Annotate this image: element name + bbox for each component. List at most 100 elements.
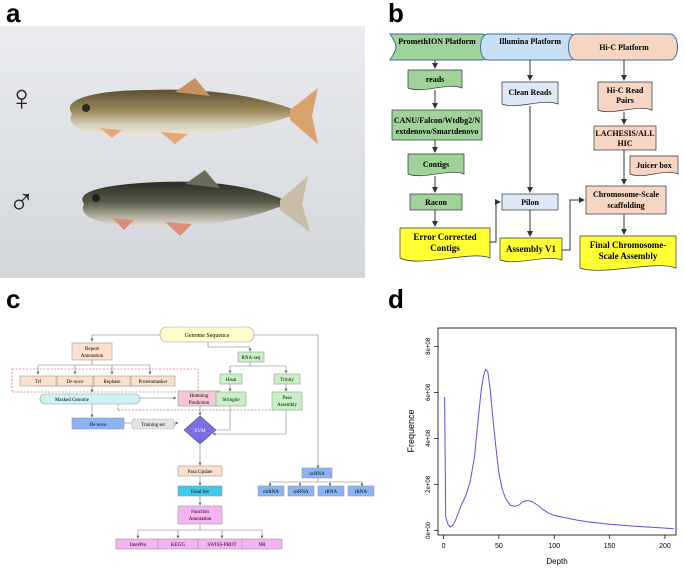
node-proteinmasker xyxy=(130,375,176,387)
node-reads xyxy=(407,69,463,91)
node-function-annotation xyxy=(177,505,223,525)
node-trf xyxy=(19,375,57,387)
node-swiss-prot-label: SWISS-PROT xyxy=(207,543,236,548)
node-repbase-label: Repbase xyxy=(104,380,122,385)
node-error-corrected-line1: Error Corrected xyxy=(413,232,476,242)
node-trinity-label: Trinity xyxy=(280,378,294,383)
node-homolog-line2: Prediction xyxy=(189,401,210,406)
node-contigs-label: Contigs xyxy=(423,160,449,169)
node-lachesis xyxy=(593,125,657,151)
node-stringtie-label: Stringtie xyxy=(222,398,240,403)
node-scaffolding-line2: scaffolding xyxy=(607,201,644,210)
node-pasa-update xyxy=(177,465,223,477)
node-final-set xyxy=(177,485,223,497)
y-tick-label: 8e+08 xyxy=(426,337,432,355)
node-assemblers-line1: CANU/Falcon/Wtdbg2/N xyxy=(394,116,480,125)
node-juicer-box-label: Juicer box xyxy=(636,161,672,170)
node-proteinmasker-label: Proteinmasker xyxy=(139,380,168,385)
node-hic-read-pairs xyxy=(597,81,653,113)
x-tick-label: 150 xyxy=(604,543,616,550)
node-rna-seq-label: RNA-seq xyxy=(242,356,261,361)
panel-a-photo: ♀ ♂ xyxy=(0,26,365,278)
repeat-tools-group xyxy=(11,368,199,393)
panel-c-annotation-flowchart: Genome Sequence Repeat Annotation Trf De… xyxy=(11,326,375,550)
node-mirna-label: miRNA xyxy=(263,490,279,495)
chart-xlabel: Depth xyxy=(546,557,567,566)
node-nr xyxy=(241,538,283,550)
node-final-assembly xyxy=(579,235,677,271)
node-clean-reads-label: Clean Reads xyxy=(509,88,552,97)
node-assemblers xyxy=(391,109,483,141)
node-homolog-line1: Homolog xyxy=(190,394,209,399)
female-fish xyxy=(69,78,318,144)
node-hic-read-pairs-line2: Pairs xyxy=(616,96,634,105)
node-error-corrected-line2: Contigs xyxy=(430,243,460,253)
node-lachesis-line2: HIC xyxy=(617,139,632,148)
header-promethion-label: PromethION Platform xyxy=(398,37,476,46)
node-final-assembly-line2: Scale Assembly xyxy=(599,251,658,261)
node-assemblers-line2: extdenovo/Smartdenovo xyxy=(396,127,479,136)
x-tick-label: 50 xyxy=(495,543,503,550)
node-masked-genome-label: Masked Genome xyxy=(55,398,90,403)
node-lachesis-line1: LACHESIS/ALL xyxy=(595,129,654,138)
node-scaffolding xyxy=(585,185,667,215)
node-pasa-update-label: Pasa Update xyxy=(188,470,214,475)
node-trna xyxy=(347,485,375,497)
panel-b-assembly-flowchart: PromethION Platform Illumina Platform Hi… xyxy=(389,33,679,271)
photo-background xyxy=(0,26,365,278)
male-symbol: ♂ xyxy=(8,181,35,222)
node-trf-label: Trf xyxy=(35,380,42,385)
node-clean-reads xyxy=(501,81,559,107)
node-pasa-assembly-line1: Pasa xyxy=(282,396,292,401)
node-repbase xyxy=(93,375,131,387)
node-de-novo-repeat xyxy=(56,375,94,387)
node-repeat-annotation-line1: Repeat xyxy=(85,347,99,352)
node-rrna-label: rRNA xyxy=(325,490,338,495)
y-tick-label: 0e+00 xyxy=(426,521,432,539)
panel-letter-b: b xyxy=(388,0,404,28)
node-masked-genome xyxy=(39,393,141,405)
node-hisat-label: Hisat xyxy=(226,378,237,383)
node-final-set-label: Final Set xyxy=(191,490,210,495)
panel-letter-a: a xyxy=(6,0,21,28)
node-stringtie xyxy=(215,391,247,407)
header-hic xyxy=(568,33,678,61)
node-evm xyxy=(183,415,217,445)
male-fish xyxy=(82,170,310,236)
node-assembly-v1 xyxy=(499,237,563,263)
node-scaffolding-line1: Chromosome-Scale xyxy=(593,190,660,199)
header-hic-label: Hi-C Platform xyxy=(599,43,649,52)
x-tick-label: 0 xyxy=(442,543,446,550)
panel-letter-c: c xyxy=(6,284,21,314)
y-tick-label: 6e+08 xyxy=(426,383,432,401)
node-genome-sequence-label: Genome Sequence xyxy=(185,333,230,339)
node-kegg-label: KEGG xyxy=(171,543,185,548)
node-rrna xyxy=(317,485,345,497)
node-reads-label: reads xyxy=(426,75,445,84)
x-tick-label: 100 xyxy=(548,543,560,550)
node-racon-label: Racon xyxy=(425,198,447,207)
chart-frame xyxy=(437,327,677,536)
node-pasa-assembly-line2: Assembly xyxy=(277,403,298,408)
header-illumina-label: Illumina Platform xyxy=(499,37,561,46)
node-hisat xyxy=(219,373,243,385)
node-hic-read-pairs-line1: Hi-C Read xyxy=(607,86,644,95)
x-tick-label: 200 xyxy=(659,543,671,550)
node-function-annotation-line2: Annotation xyxy=(189,517,212,522)
node-genome-sequence xyxy=(159,326,255,343)
chart-series-line xyxy=(444,368,674,530)
node-trna-label: tRNA xyxy=(355,490,367,495)
node-nr-label: NR xyxy=(259,543,267,548)
node-juicer-box xyxy=(629,155,679,177)
female-symbol: ♀ xyxy=(8,77,35,118)
node-error-corrected xyxy=(399,227,491,262)
node-repeat-annotation xyxy=(71,342,113,361)
node-pilon-label: Pilon xyxy=(521,198,539,207)
node-de-novo-label: De novo xyxy=(89,423,107,428)
node-ncrna-label: ncRNA xyxy=(309,472,325,477)
node-repeat-annotation-line2: Annotation xyxy=(81,354,104,359)
node-rna-seq xyxy=(237,351,265,363)
node-de-novo xyxy=(71,417,125,430)
